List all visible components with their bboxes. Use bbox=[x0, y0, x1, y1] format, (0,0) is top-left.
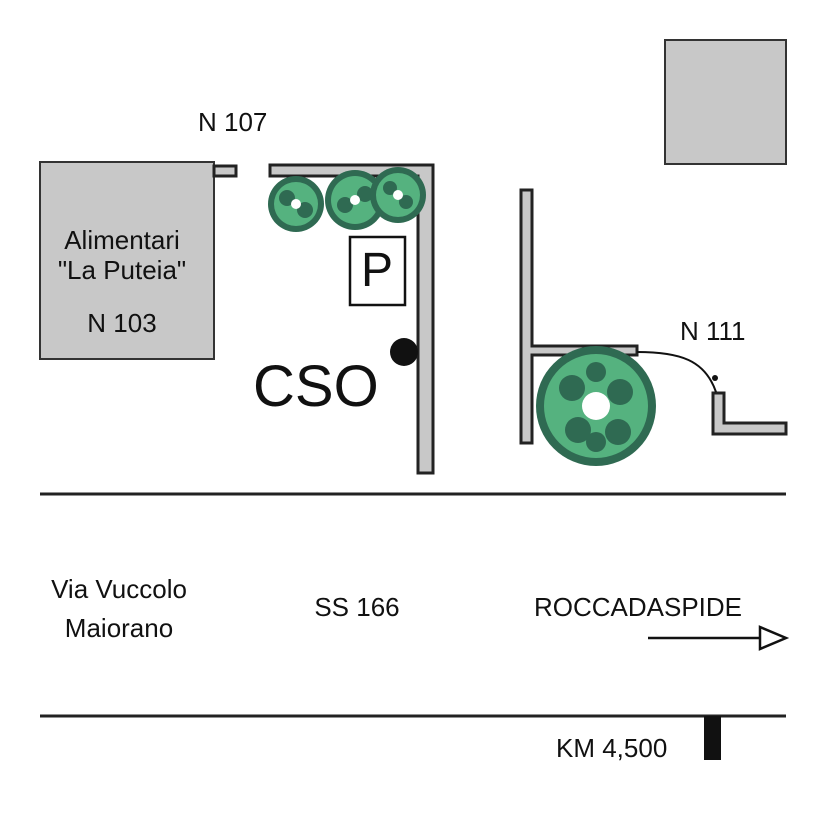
label-direction: ROCCADASPIDE bbox=[534, 592, 742, 622]
label-shop-line2: "La Puteia" bbox=[58, 255, 186, 285]
building-alimentari bbox=[39, 161, 215, 360]
km-marker-icon bbox=[704, 716, 721, 760]
label-street-line2: Maiorano bbox=[65, 613, 173, 643]
wall-stub bbox=[212, 164, 238, 178]
label-n103: N 103 bbox=[87, 308, 156, 338]
tree-icon bbox=[370, 167, 426, 223]
arrow-right-icon bbox=[648, 625, 790, 651]
parking-sign-label: P bbox=[361, 244, 393, 297]
building-top-right bbox=[664, 39, 787, 165]
parking-sign-icon: P bbox=[348, 235, 407, 307]
gate-wire bbox=[636, 351, 717, 393]
label-road-name: SS 166 bbox=[314, 592, 399, 622]
label-n111: N 111 bbox=[680, 316, 746, 346]
right-wall bbox=[711, 391, 788, 436]
label-street-line1: Via Vuccolo bbox=[51, 574, 187, 604]
label-n107: N 107 bbox=[198, 107, 267, 137]
n111-wall bbox=[519, 188, 639, 445]
wire-point bbox=[712, 375, 718, 381]
label-km: KM 4,500 bbox=[556, 733, 667, 763]
tree-icon bbox=[325, 170, 385, 230]
location-dot-icon bbox=[390, 338, 418, 366]
tree-icon bbox=[268, 176, 324, 232]
label-cso: CSO bbox=[253, 354, 379, 419]
hedge bbox=[268, 167, 426, 232]
label-shop-line1: Alimentari bbox=[64, 225, 180, 255]
tree-icon bbox=[536, 346, 656, 466]
parking-wall bbox=[268, 163, 435, 475]
